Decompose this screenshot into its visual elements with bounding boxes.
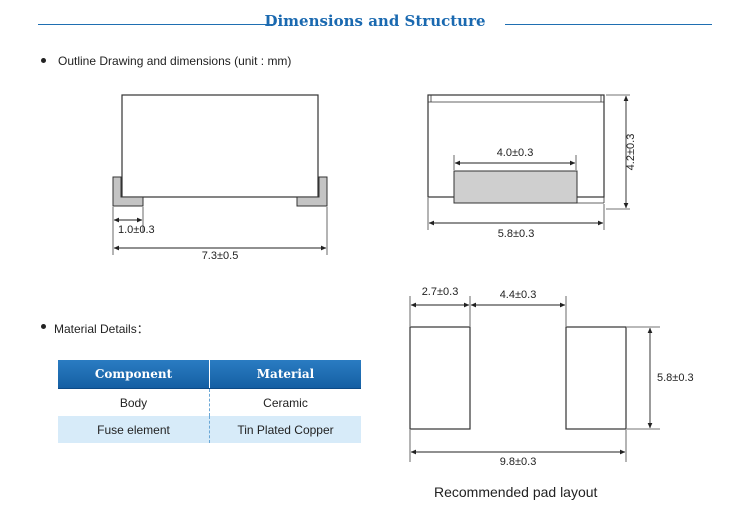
page-title: Dimensions and Structure bbox=[264, 12, 486, 30]
pad-width-label: 2.7±0.3 bbox=[422, 286, 459, 298]
terminal-width-label: 1.0±0.3 bbox=[118, 224, 155, 236]
end-view-drawing: 4.0±0.3 4.2±0.3 5.8±0.3 bbox=[427, 94, 637, 240]
component-cell: Fuse element bbox=[58, 416, 210, 443]
outline-heading: Outline Drawing and dimensions (unit : m… bbox=[58, 54, 292, 68]
bullet-icon bbox=[41, 58, 46, 63]
column-header-material: Material bbox=[209, 360, 361, 389]
element-width-label: 4.0±0.3 bbox=[497, 147, 534, 159]
pad-layout-drawing: 2.7±0.3 4.4±0.3 5.8±0.3 9.8±0.3 bbox=[409, 286, 694, 468]
pad-layout-caption: Recommended pad layout bbox=[434, 484, 598, 500]
table-row: Body Ceramic bbox=[58, 388, 361, 416]
fuse-element bbox=[453, 170, 578, 204]
material-cell: Tin Plated Copper bbox=[209, 416, 361, 443]
header-rule-right bbox=[505, 24, 712, 25]
materials-table: Component Material Body Ceramic Fuse ele… bbox=[58, 360, 361, 443]
left-pad bbox=[409, 326, 471, 430]
width-label: 5.8±0.3 bbox=[498, 228, 535, 240]
materials-heading: Material Details： bbox=[54, 322, 149, 336]
left-terminal bbox=[112, 176, 144, 207]
column-header-component: Component bbox=[58, 360, 210, 389]
pad-height-label: 5.8±0.3 bbox=[657, 372, 694, 384]
height-label: 4.2±0.3 bbox=[625, 134, 637, 171]
component-cell: Body bbox=[58, 388, 210, 416]
pad-gap-label: 4.4±0.3 bbox=[500, 289, 537, 301]
table-row: Fuse element Tin Plated Copper bbox=[58, 416, 361, 443]
overall-width-label: 9.8±0.3 bbox=[500, 456, 537, 468]
side-view-drawing: 1.0±0.3 7.3±0.5 bbox=[112, 94, 328, 262]
material-cell: Ceramic bbox=[209, 388, 361, 416]
side-body bbox=[121, 94, 319, 198]
header-rule-left bbox=[38, 24, 274, 25]
overall-length-label: 7.3±0.5 bbox=[202, 250, 239, 262]
bullet-icon bbox=[41, 324, 46, 329]
table-header-row: Component Material bbox=[58, 360, 361, 389]
right-pad bbox=[565, 326, 627, 430]
right-terminal bbox=[296, 176, 328, 207]
